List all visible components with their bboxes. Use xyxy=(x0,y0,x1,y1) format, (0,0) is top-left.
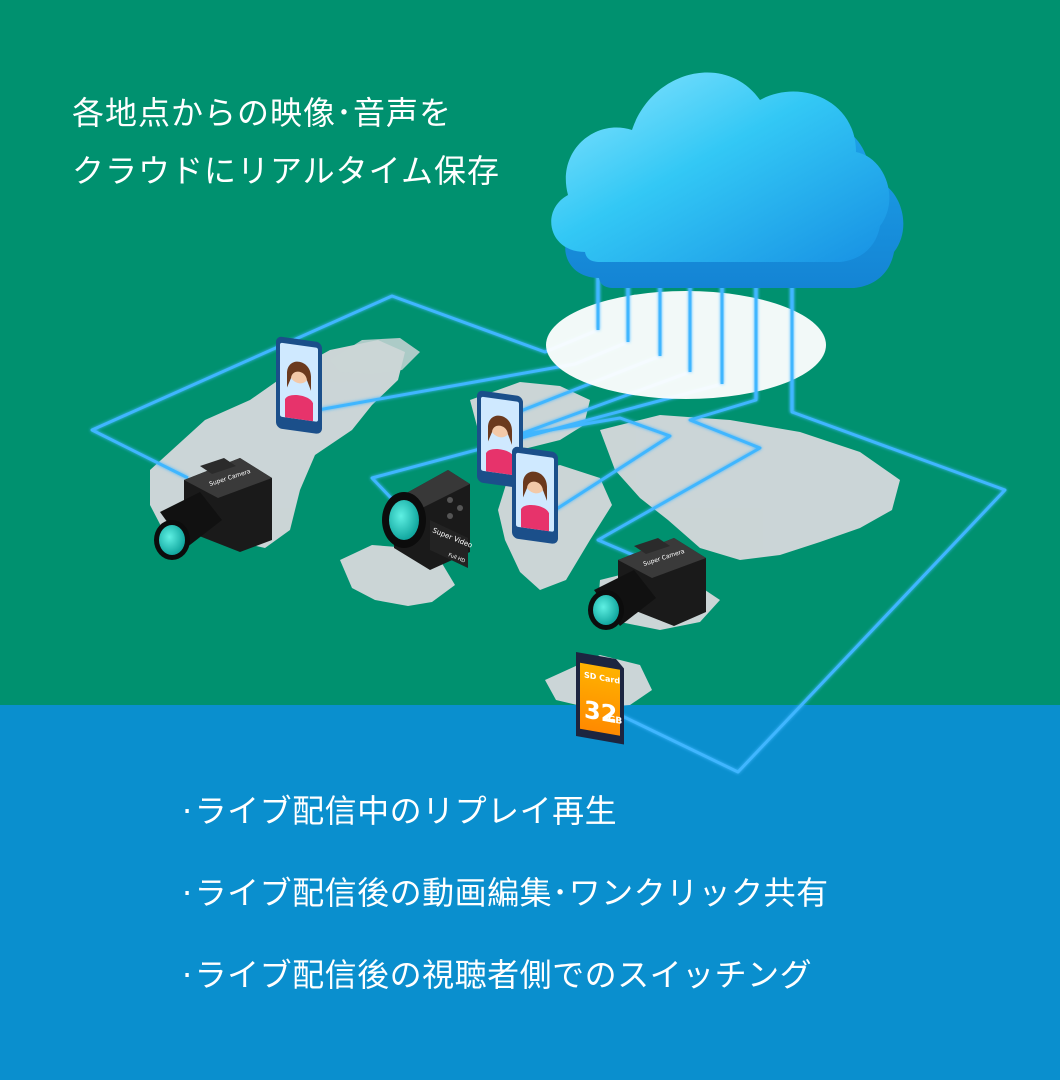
map-greenland xyxy=(330,338,420,374)
feature-list: ライブ配信中のリプレイ再生 ライブ配信後の動画編集･ワンクリック共有 ライブ配信… xyxy=(182,788,829,1034)
sd-card-capacity: 32 xyxy=(584,696,617,730)
camera-icon-2: Super Camera xyxy=(588,538,706,630)
smartphone-2 xyxy=(477,390,523,488)
headline-line-2: クラウドにリアルタイム保存 xyxy=(72,152,501,190)
smartphone-1 xyxy=(276,336,322,434)
feature-item-editing: ライブ配信後の動画編集･ワンクリック共有 xyxy=(182,870,829,916)
headline: 各地点からの映像･音声を クラウドにリアルタイム保存 xyxy=(72,84,500,200)
top-panel xyxy=(0,0,1060,705)
cloud-shadow xyxy=(546,291,826,399)
map-asia xyxy=(600,415,900,560)
camera-icon-1: Super Camera xyxy=(154,458,272,560)
smartphone-3 xyxy=(512,446,558,544)
feature-item-replay: ライブ配信中のリプレイ再生 xyxy=(182,788,829,834)
headline-line-1: 各地点からの映像･音声を xyxy=(72,94,453,132)
cloud-icon xyxy=(551,72,904,288)
sd-card-unit: GB xyxy=(608,715,622,727)
sd-card-icon: SD Card 32 GB xyxy=(576,652,624,745)
feature-item-switching: ライブ配信後の視聴者側でのスイッチング xyxy=(182,952,829,998)
video-camera-icon: Super Video Full HD xyxy=(382,470,474,570)
